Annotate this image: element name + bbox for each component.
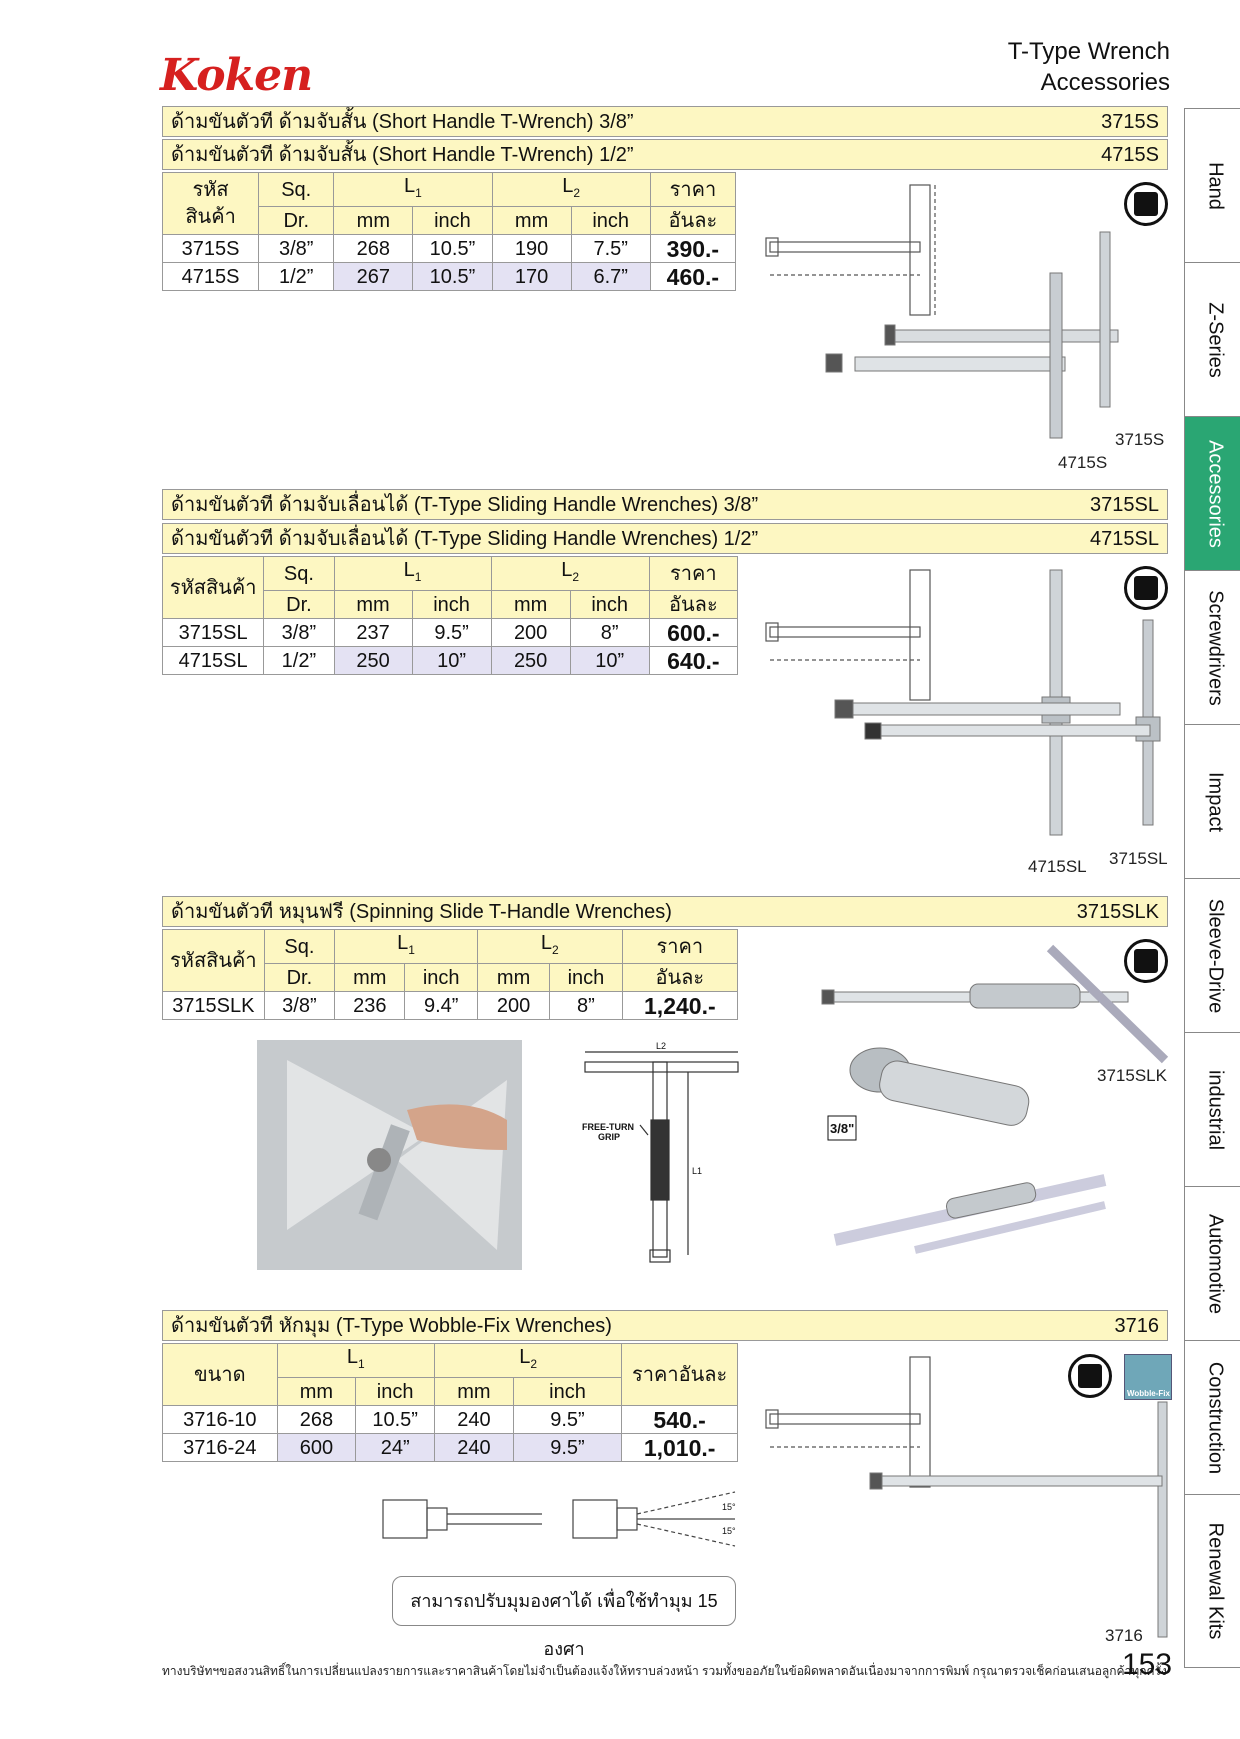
spec-table-spinning: รหัสสินค้า Sq. L1 L2 ราคา Dr. mm inch mm… <box>162 929 739 1020</box>
wobble-angle-note: สามารถปรับมุมองศาได้ เพื่อใช้ทำมุม 15 อง… <box>392 1576 736 1659</box>
page-number: 153 <box>1122 1648 1173 1681</box>
col-header-code: รหัสสินค้า <box>161 172 260 235</box>
square-drive-icon <box>1124 182 1168 226</box>
tab-automotive[interactable]: Automotive <box>1184 1186 1240 1340</box>
table-row: 3715SL 3/8” 237 9.5” 200 8” 600.- <box>161 618 739 647</box>
table-row: 3716-10 268 10.5” 240 9.5” 540.- <box>162 1405 738 1434</box>
tab-impact[interactable]: Impact <box>1184 724 1240 878</box>
koken-logo: Koken <box>160 50 313 101</box>
wobble-angle-diagram: 15° 15° <box>382 1491 736 1547</box>
t-wrench-short-illustration <box>765 184 1119 439</box>
spinning-wrench-illustration <box>821 944 1169 1064</box>
svg-text:L2: L2 <box>656 1041 666 1051</box>
section-header-4715sl: ด้ามขันตัวที ด้ามจับเลื่อนได้ (T-Type Sl… <box>162 523 1168 554</box>
svg-text:GRIP: GRIP <box>598 1132 620 1142</box>
tab-accessories[interactable]: Accessories <box>1184 416 1240 570</box>
tab-construction[interactable]: Construction <box>1184 1340 1240 1494</box>
section-header-3715slk: ด้ามขันตัวที หมุนฟรี (Spinning Slide T-H… <box>162 896 1168 927</box>
table-row: 3715S 3/8” 268 10.5” 190 7.5” 390.- <box>161 234 737 263</box>
spec-table-sliding: รหัสสินค้า Sq. L1 L2 ราคา Dr. mm inch mm… <box>161 556 739 675</box>
page-title: T-Type Wrench Accessories <box>1007 38 1170 96</box>
table-row: 4715S 1/2” 267 10.5” 170 6.7” 460.- <box>161 262 737 291</box>
t-wrench-sliding-illustration <box>765 569 1161 836</box>
tab-renewal-kits[interactable]: Renewal Kits <box>1184 1494 1240 1668</box>
svg-text:FREE-TURN: FREE-TURN <box>582 1122 634 1132</box>
table-row: 3715SLK 3/8” 236 9.4” 200 8” 1,240.- <box>162 991 739 1020</box>
svg-text:15°: 15° <box>722 1526 736 1536</box>
tab-z-series[interactable]: Z-Series <box>1184 262 1240 416</box>
square-drive-icon <box>1124 566 1168 610</box>
tab-screwdrivers[interactable]: Screwdrivers <box>1184 570 1240 724</box>
section-header-4715s: ด้ามขันตัวที ด้ามจับสั้น (Short Handle T… <box>162 139 1168 170</box>
table-row: 3716-24 600 24” 240 9.5” 1,010.- <box>162 1433 738 1462</box>
svg-text:3/8": 3/8" <box>830 1121 854 1136</box>
section-header-3715sl: ด้ามขันตัวที ด้ามจับเลื่อนได้ (T-Type Sl… <box>162 489 1168 520</box>
spec-table-wobble: ขนาด L1 L2 ราคาอันละ mm inch mm inch 371… <box>162 1343 738 1462</box>
tab-sleeve-drive[interactable]: Sleeve-Drive <box>1184 878 1240 1032</box>
tab-hand[interactable]: Hand <box>1184 108 1240 262</box>
hand-spinning-photo <box>257 1040 522 1270</box>
svg-text:15°: 15° <box>722 1502 736 1512</box>
table-row: 4715SL 1/2” 250 10” 250 10” 640.- <box>161 646 739 675</box>
wobble-fix-icon: Wobble-Fix <box>1124 1354 1172 1400</box>
col-header-l2: L2 <box>491 172 651 207</box>
square-drive-icon <box>1068 1354 1112 1398</box>
square-drive-icon <box>1124 939 1168 983</box>
section-header-3715s: ด้ามขันตัวที ด้ามจับสั้น (Short Handle T… <box>162 106 1168 137</box>
spec-table-short: รหัสสินค้า Sq. L1 L2 ราคา Dr. mm inch mm… <box>161 172 737 291</box>
footnote: ทางบริษัทฯขอสงวนสิทธิ์ในการเปลี่ยนแปลงรา… <box>162 1664 1167 1678</box>
category-tabs: Hand Z-Series Accessories Screwdrivers I… <box>1184 108 1240 1668</box>
section-header-3716: ด้ามขันตัวที หักมุม (T-Type Wobble-Fix W… <box>162 1310 1168 1341</box>
col-header-l1: L1 <box>333 172 493 207</box>
svg-text:L1: L1 <box>692 1166 702 1176</box>
spinning-detail-illustration: 3/8" <box>827 1047 1107 1254</box>
tab-industrial[interactable]: industrial <box>1184 1032 1240 1186</box>
t-wrench-wobble-illustration <box>765 1356 1168 1638</box>
spinning-dimension-diagram: L2 L1 FREE-TURN GRIP <box>582 1041 739 1263</box>
